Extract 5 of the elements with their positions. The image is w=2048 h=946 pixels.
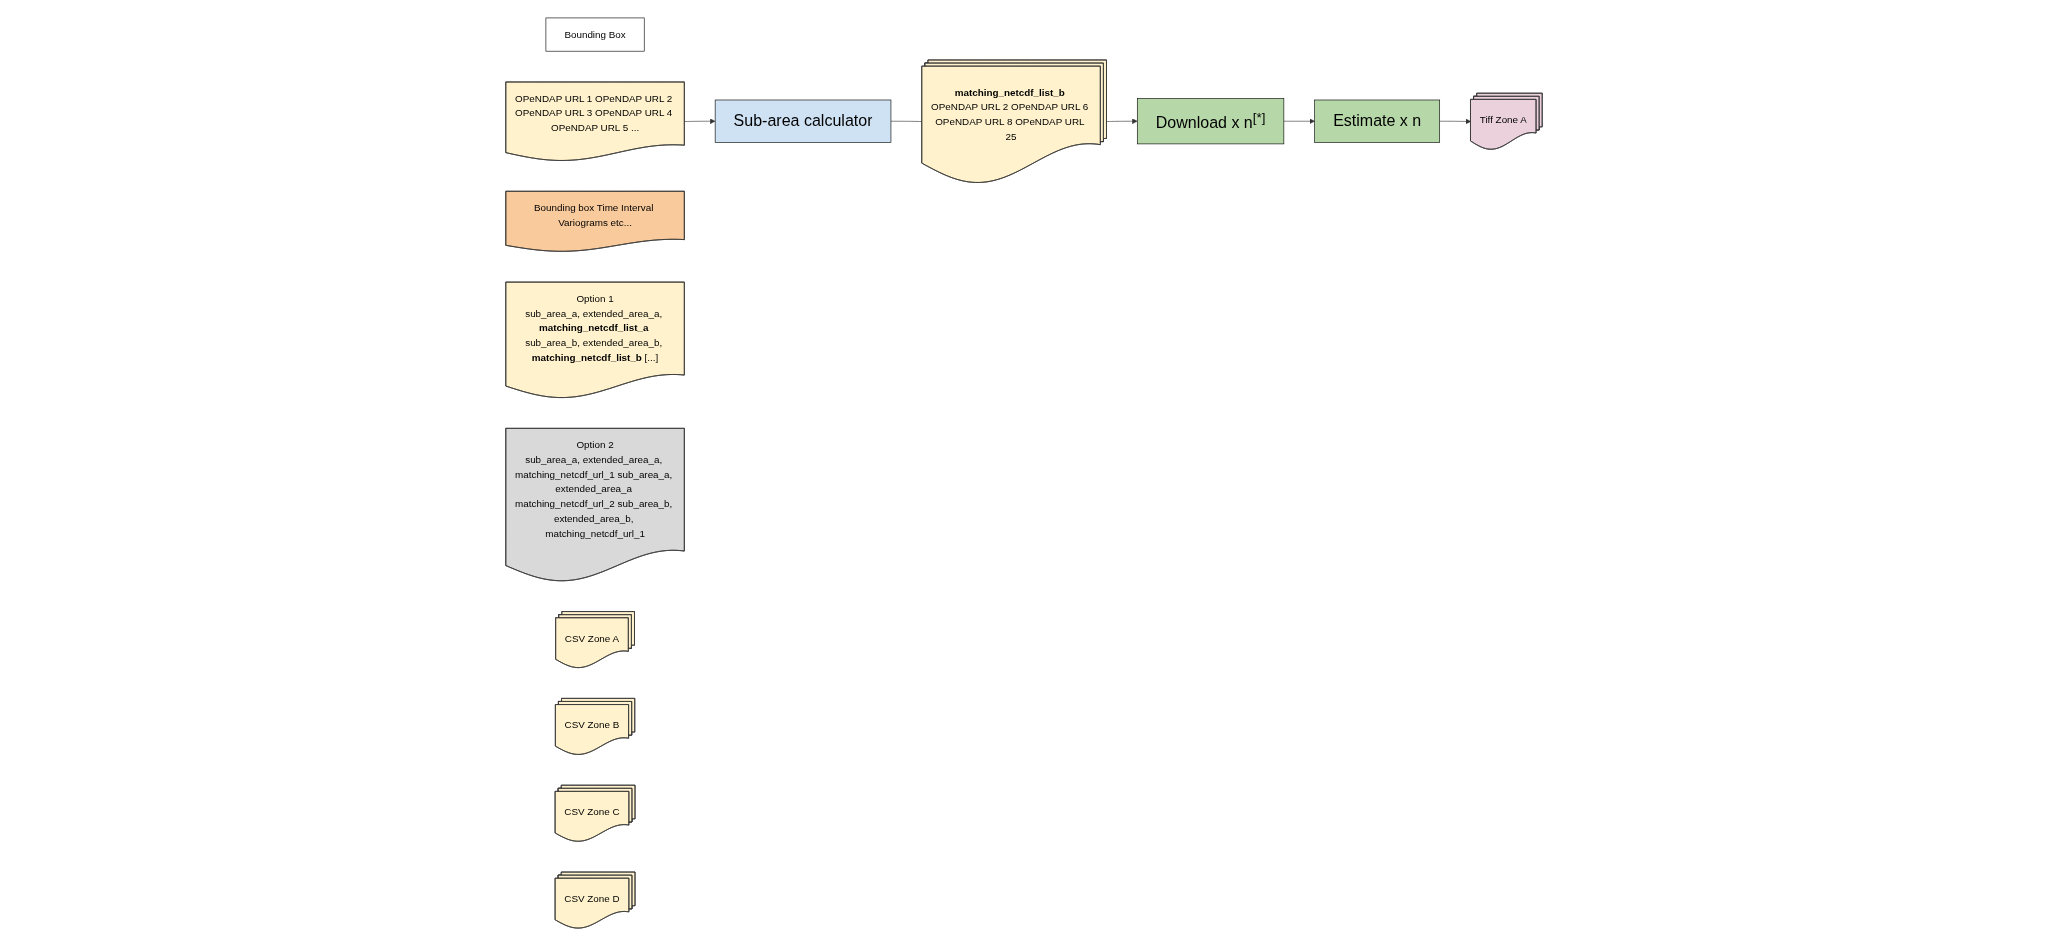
node-box: Download x n$^{[*]}$ bbox=[1136, 98, 1285, 145]
connector bbox=[890, 120, 923, 122]
node-box: Estimate x n bbox=[1314, 99, 1440, 143]
node-box: Bounding Box bbox=[545, 17, 645, 52]
node-box: Sub-area calculator bbox=[714, 99, 892, 143]
